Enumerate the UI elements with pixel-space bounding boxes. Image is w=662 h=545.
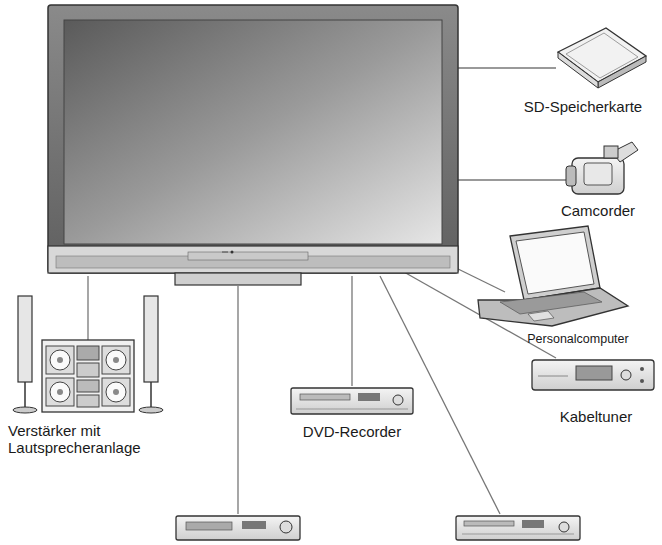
recorder-icon bbox=[456, 516, 580, 540]
television bbox=[48, 5, 458, 285]
camcorder-icon bbox=[566, 142, 638, 194]
video-recorder-icon bbox=[176, 516, 300, 540]
device-label: Personalcomputer bbox=[508, 332, 648, 346]
device-label: Kabeltuner bbox=[536, 408, 656, 425]
laptop-icon bbox=[478, 226, 628, 326]
dvd-recorder-icon bbox=[291, 388, 413, 414]
device-label: DVD-Recorder bbox=[282, 423, 422, 440]
amplifier-speakers-icon bbox=[13, 296, 163, 413]
device-label: Camcorder bbox=[538, 202, 658, 219]
device-label: Verstärker mit Lautsprecheranlage bbox=[8, 422, 158, 457]
sd-card-icon bbox=[558, 28, 646, 88]
device-label: SD-Speicherkarte bbox=[508, 98, 658, 115]
cable-tuner-icon bbox=[532, 360, 654, 390]
